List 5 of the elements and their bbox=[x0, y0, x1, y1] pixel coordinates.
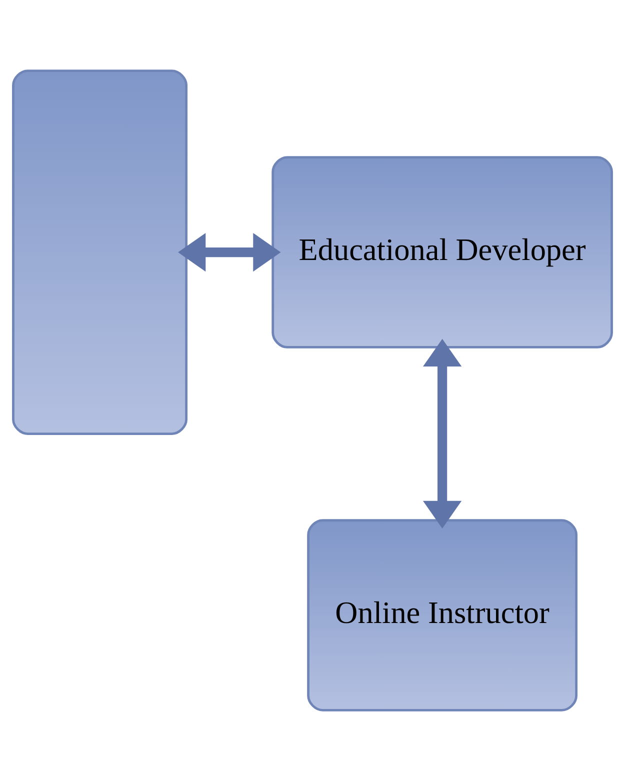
node-box bbox=[12, 70, 188, 435]
node-box: Online Instructor bbox=[307, 519, 578, 712]
arrow bbox=[178, 232, 281, 272]
arrow bbox=[422, 338, 462, 528]
node-box: Educational Developer bbox=[272, 156, 613, 348]
